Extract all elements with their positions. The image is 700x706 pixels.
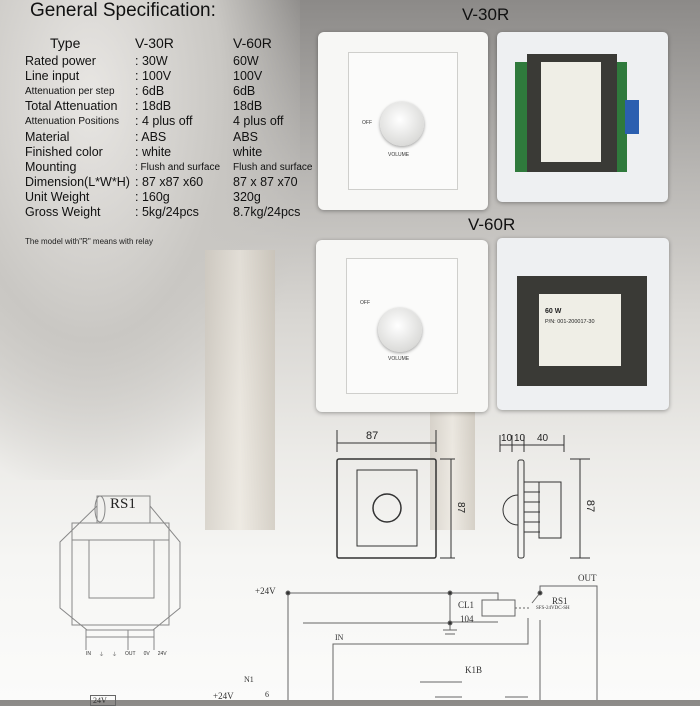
v30-value: : 5kg/24pcs	[135, 205, 199, 219]
spec-label: Rated power	[25, 54, 96, 68]
spec-label: Unit Weight	[25, 189, 90, 204]
spec-label: Dimension(L*W*H)	[25, 174, 130, 189]
dim-d1: 10	[501, 433, 513, 444]
terminal-label: 0V	[143, 651, 150, 657]
v30-value: : 100V	[135, 69, 172, 84]
volume-label: VOLUME	[388, 152, 410, 158]
circuit-schematic	[285, 585, 598, 700]
v30-value: : Flush and surface	[135, 161, 221, 173]
spec-label: Mounting	[25, 159, 77, 174]
spec-title: General Specification:	[30, 0, 216, 21]
v30-header: V-30R	[135, 35, 174, 51]
v60-value: 8.7kg/24pcs	[233, 205, 301, 219]
terminal-label: 24V	[157, 651, 167, 657]
v60-value: white	[233, 144, 263, 159]
dim-side-height: 87	[584, 499, 597, 513]
spec-label: Total Attenuation	[25, 99, 118, 114]
cap-value: 104	[460, 614, 474, 624]
coil-power-label: 60 W	[545, 308, 562, 315]
v60-value: 18dB	[233, 99, 263, 114]
terminal-label: IN	[86, 651, 91, 657]
spec-label: Material	[25, 129, 70, 144]
v30-back-photo	[497, 32, 668, 202]
v60-value: 60W	[233, 54, 259, 68]
terminal-label: ⏚	[99, 652, 105, 658]
relay-label: RS1	[552, 596, 568, 606]
v30-value: : 87 x87 x60	[135, 174, 204, 189]
v24-label: +24V	[255, 586, 276, 596]
relay-note: The model with"R" means with relay	[25, 237, 153, 246]
v30-value: : white	[135, 144, 172, 159]
terminal-label: OUT	[125, 651, 136, 657]
v30-front-photo: OFF VOLUME	[318, 32, 488, 210]
dim-height: 87	[455, 501, 467, 514]
v30-label: V-30R	[462, 5, 510, 24]
v60-value: 320g	[233, 189, 261, 204]
rs1-module-drawing	[59, 495, 181, 650]
dimension-drawing	[336, 430, 590, 559]
pin6-label: 6	[265, 690, 269, 699]
coil-part-number: P/N: 001-200017-30	[545, 319, 595, 325]
k1b-label: K1B	[465, 665, 483, 675]
type-header: Type	[50, 35, 81, 51]
v24b-label: +24V	[213, 691, 234, 701]
in-label: IN	[335, 633, 344, 642]
v30-value: : 4 plus off	[135, 114, 193, 129]
volume-knob	[380, 102, 424, 146]
out-label: OUT	[578, 573, 597, 583]
n1-label: N1	[244, 675, 254, 684]
v60-header: V-60R	[233, 35, 272, 51]
off-label: OFF	[362, 120, 372, 126]
v30-value: : 30W	[135, 54, 168, 68]
v60-back-photo: 60 W P/N: 001-200017-30	[497, 238, 669, 410]
v30-value: : 6dB	[135, 84, 165, 99]
v60-value: Flush and surface	[233, 161, 313, 173]
spec-label: Attenuation Positions	[25, 116, 119, 128]
dim-d2: 10	[514, 433, 526, 444]
v60-value: 100V	[233, 69, 263, 84]
v30-value: : 160g	[135, 189, 170, 204]
v30-value: : 18dB	[135, 99, 172, 114]
volume-knob	[378, 308, 422, 352]
v24c-label: 24V	[90, 695, 116, 706]
terminal-labels: IN ⏚ ⏚ OUT 0V 24V	[86, 651, 167, 658]
v30-value: : ABS	[135, 129, 167, 144]
dim-d3: 40	[537, 433, 549, 444]
v60-value: 87 x 87 x70	[233, 174, 298, 189]
spec-label: Gross Weight	[25, 205, 101, 219]
volume-label: VOLUME	[388, 356, 410, 362]
cl1-label: CL1	[458, 600, 475, 610]
off-label: OFF	[360, 300, 370, 306]
v60-value: ABS	[233, 129, 259, 144]
dim-width: 87	[366, 430, 379, 442]
terminal-label: ⏚	[112, 652, 118, 658]
spec-label: Finished color	[25, 144, 103, 159]
rs1-title: RS1	[110, 496, 136, 512]
spec-label: Line input	[25, 69, 80, 84]
v60-value: 4 plus off	[233, 114, 284, 129]
spec-label: Attenuation per step	[25, 86, 115, 98]
v60-label: V-60R	[468, 215, 516, 234]
relay-model: SFS-24VDC-SH	[536, 606, 570, 611]
v60-front-photo: OFF VOLUME	[316, 240, 488, 412]
background-column	[205, 250, 275, 530]
v60-value: 6dB	[233, 84, 256, 99]
